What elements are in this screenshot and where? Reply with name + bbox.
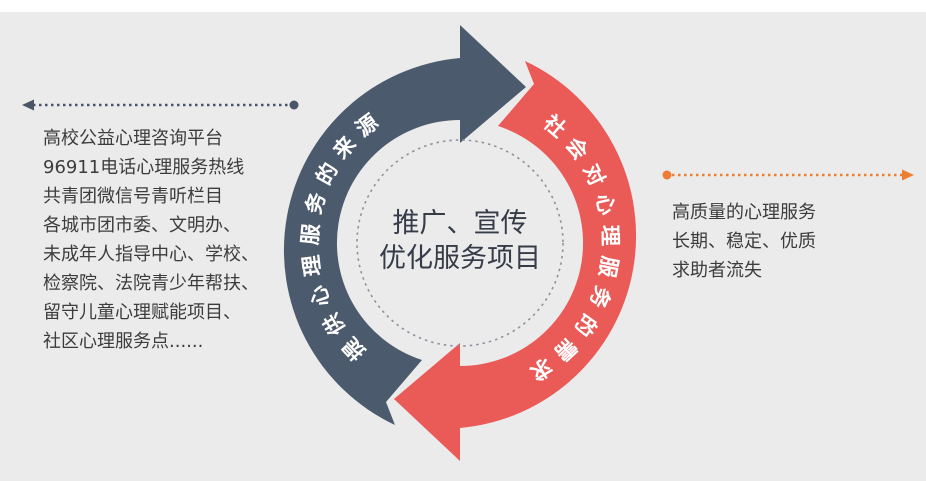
right-dotted-arrow — [662, 169, 914, 181]
right-text-panel: 高质量的心理服务 长期、稳定、优质 求助者流失 — [672, 198, 902, 285]
left-text-panel: 高校公益心理咨询平台 96911电话心理服务热线 共青团微信号青听栏目 各城市团… — [43, 124, 313, 356]
text-line: 各城市团市委、文明办、 — [43, 215, 241, 236]
top-white-strip — [0, 0, 926, 12]
left-dotted-arrow — [22, 99, 299, 111]
text-line: 求助者流失 — [672, 260, 762, 281]
text-line: 高校公益心理咨询平台 — [43, 128, 223, 149]
center-label-line1: 推广、宣传 — [392, 208, 528, 239]
text-line: 96911电话心理服务热线 — [43, 157, 245, 178]
inner-dotted-ring — [356, 139, 564, 347]
center-label-line2: 优化服务项目 — [379, 243, 541, 274]
text-line: 长期、稳定、优质 — [672, 231, 816, 252]
left-arrow-dot-icon — [289, 100, 299, 110]
text-line: 共青团微信号青听栏目 — [43, 186, 223, 207]
text-line: 检察院、法院青少年帮扶、 — [43, 273, 259, 294]
left-arrowhead-icon — [22, 99, 34, 111]
text-line: 未成年人指导中心、学校、 — [43, 244, 259, 265]
text-line: 留守儿童心理赋能项目、 — [43, 302, 241, 323]
right-arrowhead-icon — [902, 169, 914, 181]
text-line: 高质量的心理服务 — [672, 202, 816, 223]
right-arrow-dot-icon — [662, 170, 672, 180]
center-label: 推广、宣传 优化服务项目 — [330, 206, 590, 276]
text-line: 社区心理服务点...... — [43, 331, 204, 352]
